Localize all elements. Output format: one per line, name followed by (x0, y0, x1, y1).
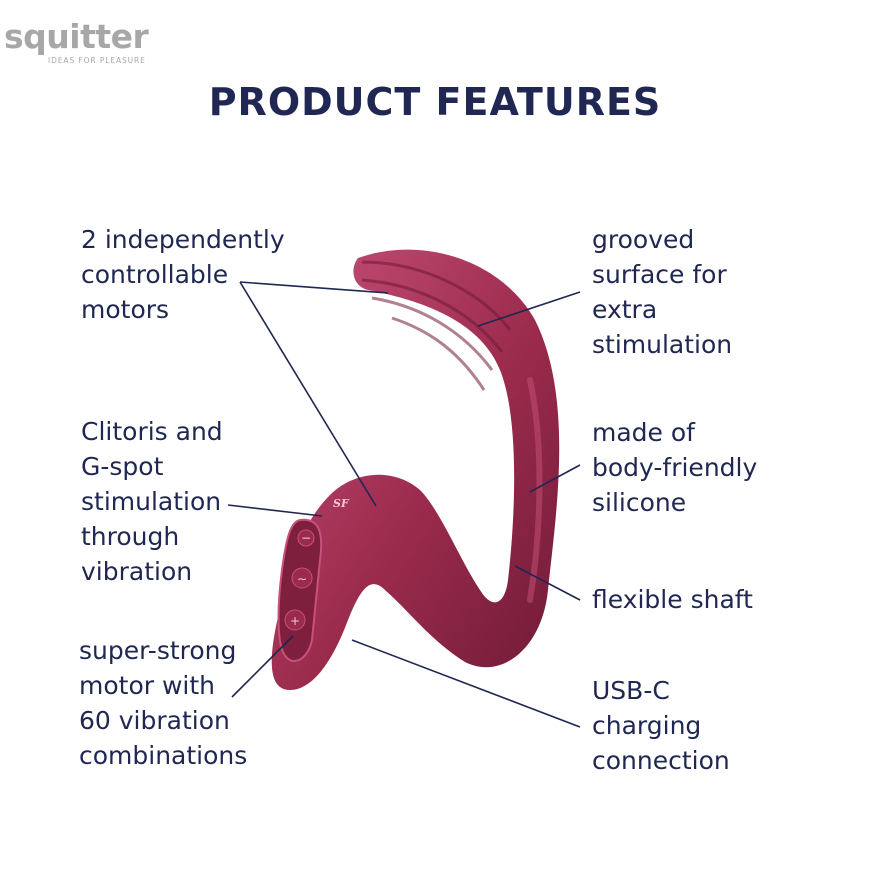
product-body (271, 249, 560, 691)
brand-tagline: IDEAS FOR PLEASURE (48, 56, 146, 65)
groove-4 (391, 316, 486, 391)
leader-flexible (514, 565, 581, 601)
leader-motors-top (239, 281, 389, 294)
feature-grooved: grooved surface for extra stimulation (592, 225, 733, 359)
button-bottom (284, 609, 306, 631)
brand-logo: squitter IDEAS FOR PLEASURE (4, 16, 174, 72)
leader-grooved (477, 291, 581, 327)
feature-motor-combinations: super-strong motor with 60 vibration com… (79, 636, 248, 770)
product-logo-mark: SF (333, 497, 350, 510)
groove-2 (361, 278, 504, 353)
feature-silicone: made of body-friendly silicone (592, 418, 758, 517)
leader-usb (351, 639, 581, 728)
brand-name: squitter (4, 17, 149, 56)
plus-minus-icon: + (290, 614, 300, 628)
button-mid (291, 567, 313, 589)
groove-3 (371, 296, 494, 371)
groove-1 (361, 260, 512, 331)
leader-motor-combos (231, 635, 294, 698)
leader-stimulation (227, 504, 323, 517)
feature-usb: USB-C charging connection (592, 676, 730, 775)
power-icon: − (301, 531, 311, 545)
leader-motors-bottom (239, 281, 377, 507)
button-top (297, 529, 315, 547)
wave-icon: ∼ (297, 572, 307, 586)
feature-stimulation: Clitoris and G-spot stimulation through … (81, 417, 223, 586)
leader-silicone (529, 464, 581, 493)
feature-motors: 2 independently controllable motors (81, 225, 285, 324)
leader-lines (227, 281, 581, 728)
feature-flexible: flexible shaft (592, 585, 753, 614)
page-title: PRODUCT FEATURES (208, 80, 662, 124)
shaft-highlight (527, 377, 543, 603)
